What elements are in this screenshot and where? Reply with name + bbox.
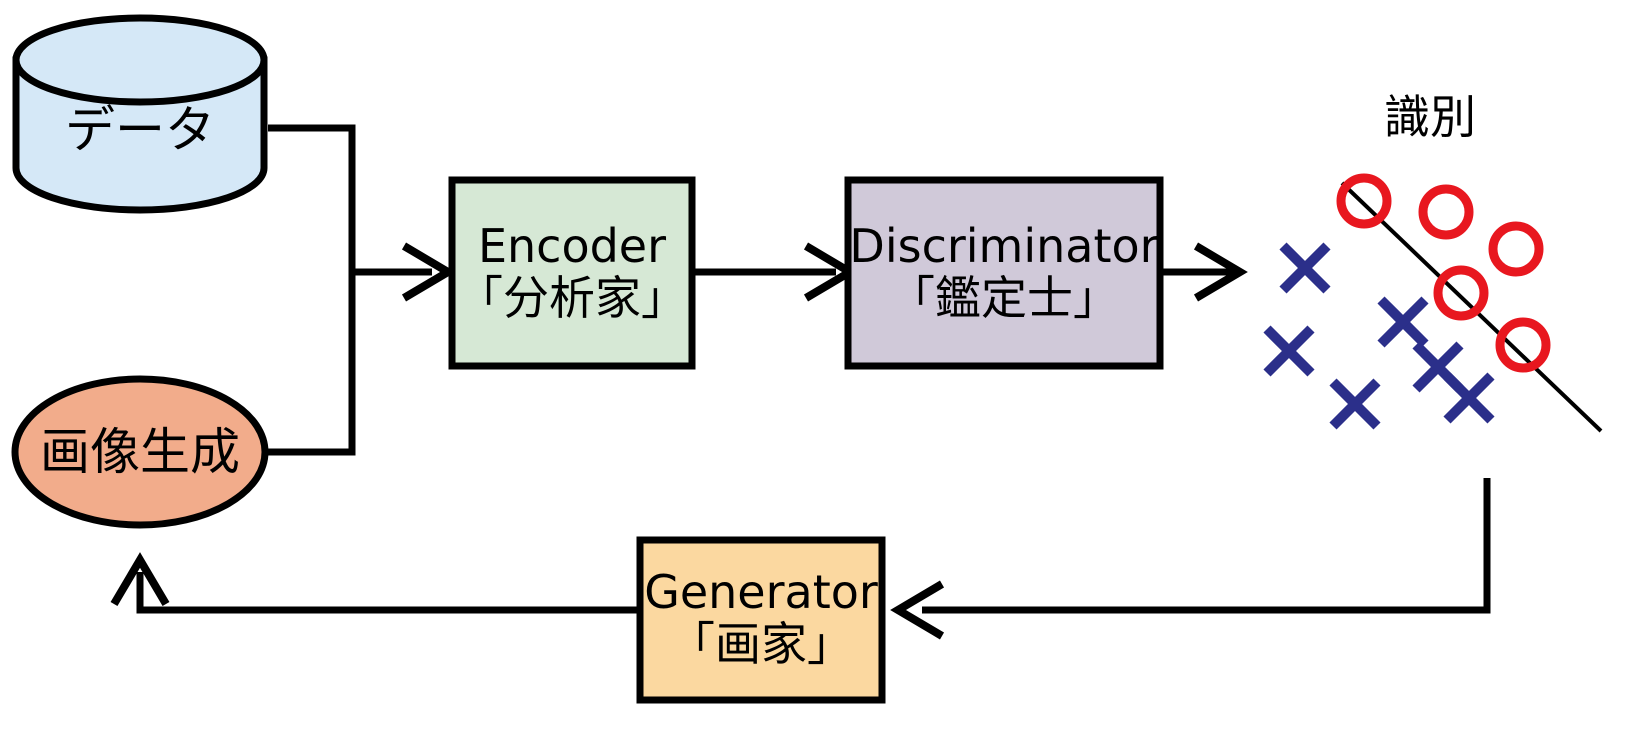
node-discriminator-box[interactable] (844, 176, 1164, 370)
cross-marker (1329, 378, 1381, 430)
circle-marker (1433, 265, 1489, 321)
circle-marker (1336, 173, 1392, 229)
cross-marker (1279, 242, 1331, 294)
arrowhead-to-generator (890, 580, 945, 640)
circle-marker-group (1336, 173, 1551, 373)
edge-data-to-encoder (268, 124, 432, 276)
node-data-cylinder[interactable] (12, 14, 268, 214)
classification-scatter (1263, 173, 1603, 433)
cross-marker (1263, 325, 1315, 377)
edge-generator-to-imagegen (136, 572, 640, 614)
arrowhead-to-classification (1193, 242, 1248, 302)
circle-marker (1418, 184, 1474, 240)
edge-imagegen-to-encoder (262, 272, 356, 456)
cross-marker-group (1263, 242, 1495, 430)
cross-marker (1377, 296, 1429, 348)
arrowhead-layer (110, 242, 1248, 640)
edge-layer (136, 124, 1491, 614)
circle-marker (1495, 317, 1551, 373)
arrowhead-to-imagegen (110, 552, 170, 607)
node-generator-box[interactable] (636, 536, 886, 704)
cylinder-top (12, 14, 268, 106)
decision-boundary-line (1340, 181, 1603, 433)
node-encoder-box[interactable] (448, 176, 696, 370)
edge-result-to-generator (922, 478, 1491, 614)
arrowhead-to-encoder (401, 242, 456, 302)
circle-marker (1488, 221, 1544, 277)
node-image-generation-ellipse[interactable] (11, 375, 269, 529)
cross-marker (1443, 372, 1495, 424)
